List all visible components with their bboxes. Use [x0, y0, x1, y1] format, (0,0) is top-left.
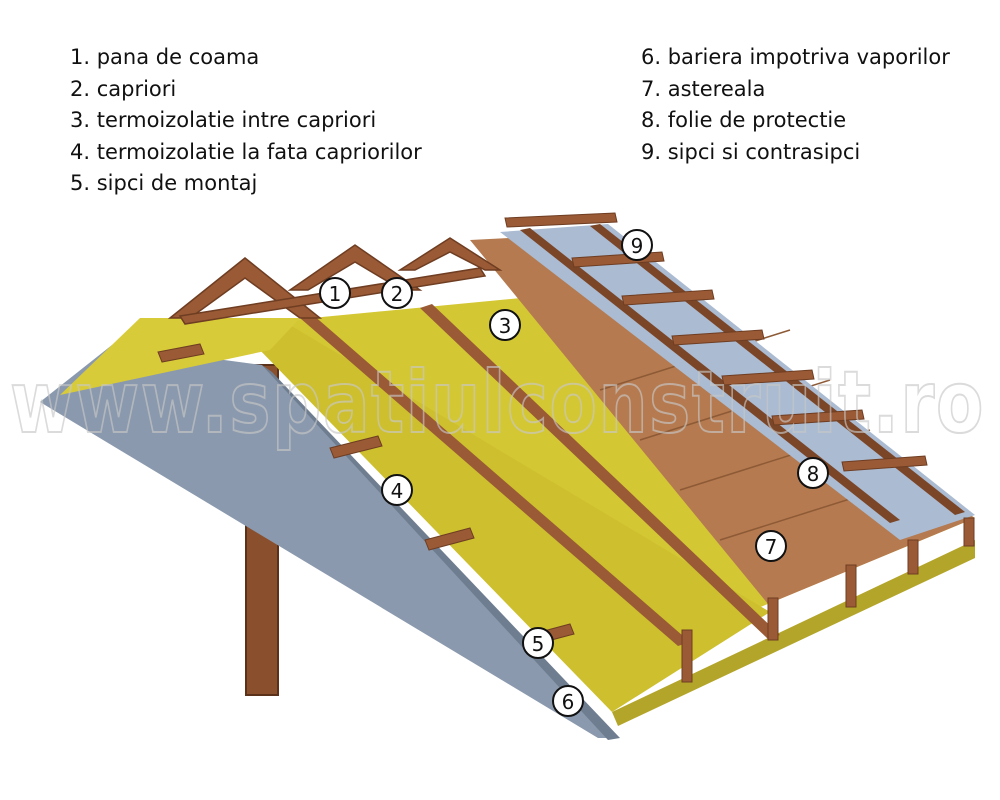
batten [504, 212, 618, 228]
batten [841, 455, 928, 472]
legend-item-2: 2. capriori [70, 76, 177, 101]
callout-1: 1 [319, 277, 351, 309]
callout-8: 8 [797, 457, 829, 489]
svg-text:9: 9 [631, 234, 644, 258]
callout-7: 7 [755, 530, 787, 562]
insulation-rafter-face [255, 325, 770, 712]
battens [504, 212, 928, 472]
legend-item-5: 5. sipci de montaj [70, 171, 258, 195]
callout-5: 5 [522, 627, 554, 659]
svg-text:8: 8 [807, 462, 820, 486]
svg-text:4: 4 [391, 479, 404, 503]
insulation-front-face [612, 540, 975, 726]
truss-3 [397, 237, 503, 271]
vapor-barrier [40, 345, 612, 738]
batten [671, 329, 765, 346]
callout-3: 3 [489, 309, 521, 341]
eave-timber [767, 597, 779, 641]
svg-text:3: 3 [499, 314, 512, 338]
boarding [470, 236, 975, 604]
batten [721, 369, 815, 386]
counter-batten [520, 228, 900, 523]
svg-text:6: 6 [562, 690, 575, 714]
svg-text:5: 5 [532, 632, 545, 656]
legend-item-9: 9. sipci si contrasipci [641, 139, 861, 164]
eave-timber [907, 539, 919, 575]
legend-item-8: 8. folie de protectie [641, 108, 847, 132]
svg-text:7: 7 [765, 535, 778, 559]
callout-4: 4 [381, 474, 413, 506]
legend-item-7: 7. astereala [641, 76, 766, 101]
batten [771, 409, 865, 426]
legend-right: 6. bariera impotriva vaporilor 7. astere… [641, 42, 950, 168]
watermark-text: www.spatiulconstruit.ro [10, 353, 985, 453]
rafter-2 [420, 304, 780, 639]
batten [621, 289, 715, 306]
eave-timber [681, 629, 693, 683]
callout-6: 6 [552, 685, 584, 717]
eave-timber [845, 564, 857, 608]
legend-item-6: 6. bariera impotriva vaporilor [641, 45, 950, 69]
callouts: 1 2 3 4 5 6 7 8 [319, 229, 829, 717]
eave-timbers [681, 517, 975, 683]
legend-item-3: 3. termoizolatie intre capriori [70, 108, 377, 132]
legend-left: 1. pana de coama 2. capriori 3. termoizo… [70, 42, 422, 200]
mounting-strip [424, 527, 475, 551]
legend-item-4: 4. termoizolatie la fata capriorilor [70, 139, 422, 164]
mounting-strip [157, 343, 205, 363]
svg-text:1: 1 [329, 282, 342, 306]
legend-item-1: 1. pana de coama [70, 45, 260, 69]
eave-timber [963, 517, 975, 547]
mounting-strip [329, 435, 383, 459]
rafter-1 [300, 314, 690, 646]
svg-text:2: 2 [391, 282, 404, 306]
callout-2: 2 [381, 277, 413, 309]
callout-9: 9 [621, 229, 653, 261]
